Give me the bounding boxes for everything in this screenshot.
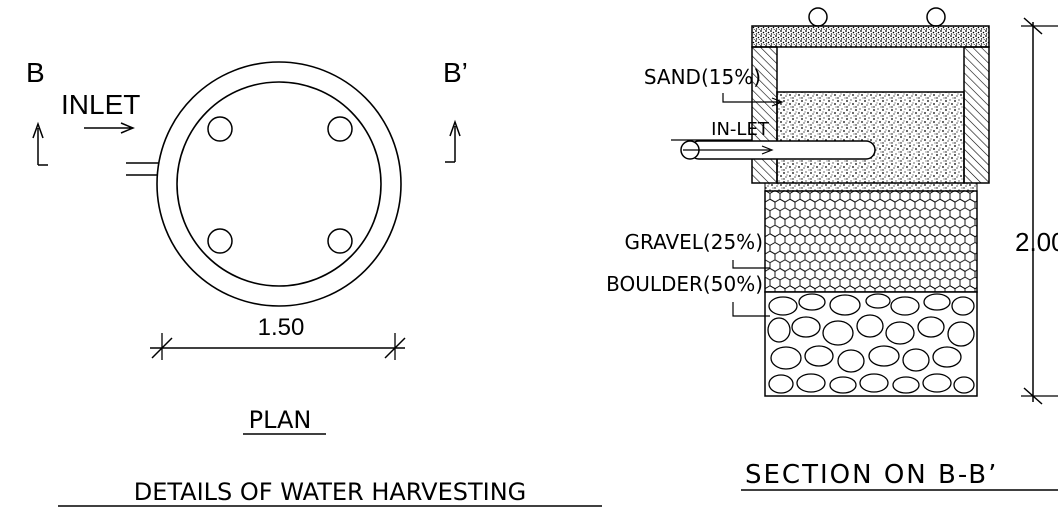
plan-cover-hole-2	[327, 116, 353, 142]
section-mark-left: B	[26, 57, 45, 88]
diameter-dimension	[150, 333, 406, 360]
plan-title: PLAN	[249, 406, 312, 434]
plan-inlet-arrow	[84, 122, 135, 134]
inlet-pipe	[680, 140, 876, 160]
depth-dimension	[1021, 17, 1058, 405]
pit-inner-wall	[176, 81, 382, 287]
plan-inlet-label: INLET	[61, 89, 140, 120]
wall-right	[963, 46, 990, 184]
cover-handle-right	[926, 7, 946, 27]
boulder-label: BOULDER(50%)	[606, 272, 763, 296]
plan-view: B B’ INLET 1.50 PLAN	[26, 57, 468, 435]
diameter-label: 1.50	[258, 314, 305, 341]
gravel-layer	[764, 190, 978, 293]
sand-leader	[722, 93, 784, 107]
plan-cover-hole-1	[207, 116, 233, 142]
section-inlet-label: IN-LET	[711, 119, 770, 140]
section-view: SAND(15%) IN-LET GRAVEL(25%) BOULDER(50%…	[606, 7, 1058, 491]
cover-slab	[751, 25, 990, 48]
section-arrow-left	[32, 121, 48, 166]
sand-layer-lower	[764, 182, 978, 192]
boulder-layer	[764, 291, 978, 397]
gravel-leader	[732, 260, 770, 269]
main-title: DETAILS OF WATER HARVESTING	[134, 478, 527, 506]
section-title: SECTION ON B-B’	[745, 460, 998, 490]
depth-label: 2.00	[1015, 227, 1058, 257]
pit-outer-wall	[156, 61, 402, 307]
section-mark-right: B’	[443, 57, 468, 88]
wall-left	[751, 46, 778, 184]
gravel-label: GRAVEL(25%)	[624, 230, 763, 254]
plan-cover-hole-4	[327, 228, 353, 254]
boulder-leader	[732, 302, 770, 317]
sand-layer	[776, 91, 965, 184]
sand-label: SAND(15%)	[644, 65, 761, 89]
cover-handle-left	[808, 7, 828, 27]
plan-cover-hole-3	[207, 228, 233, 254]
section-arrow-right	[445, 119, 461, 163]
